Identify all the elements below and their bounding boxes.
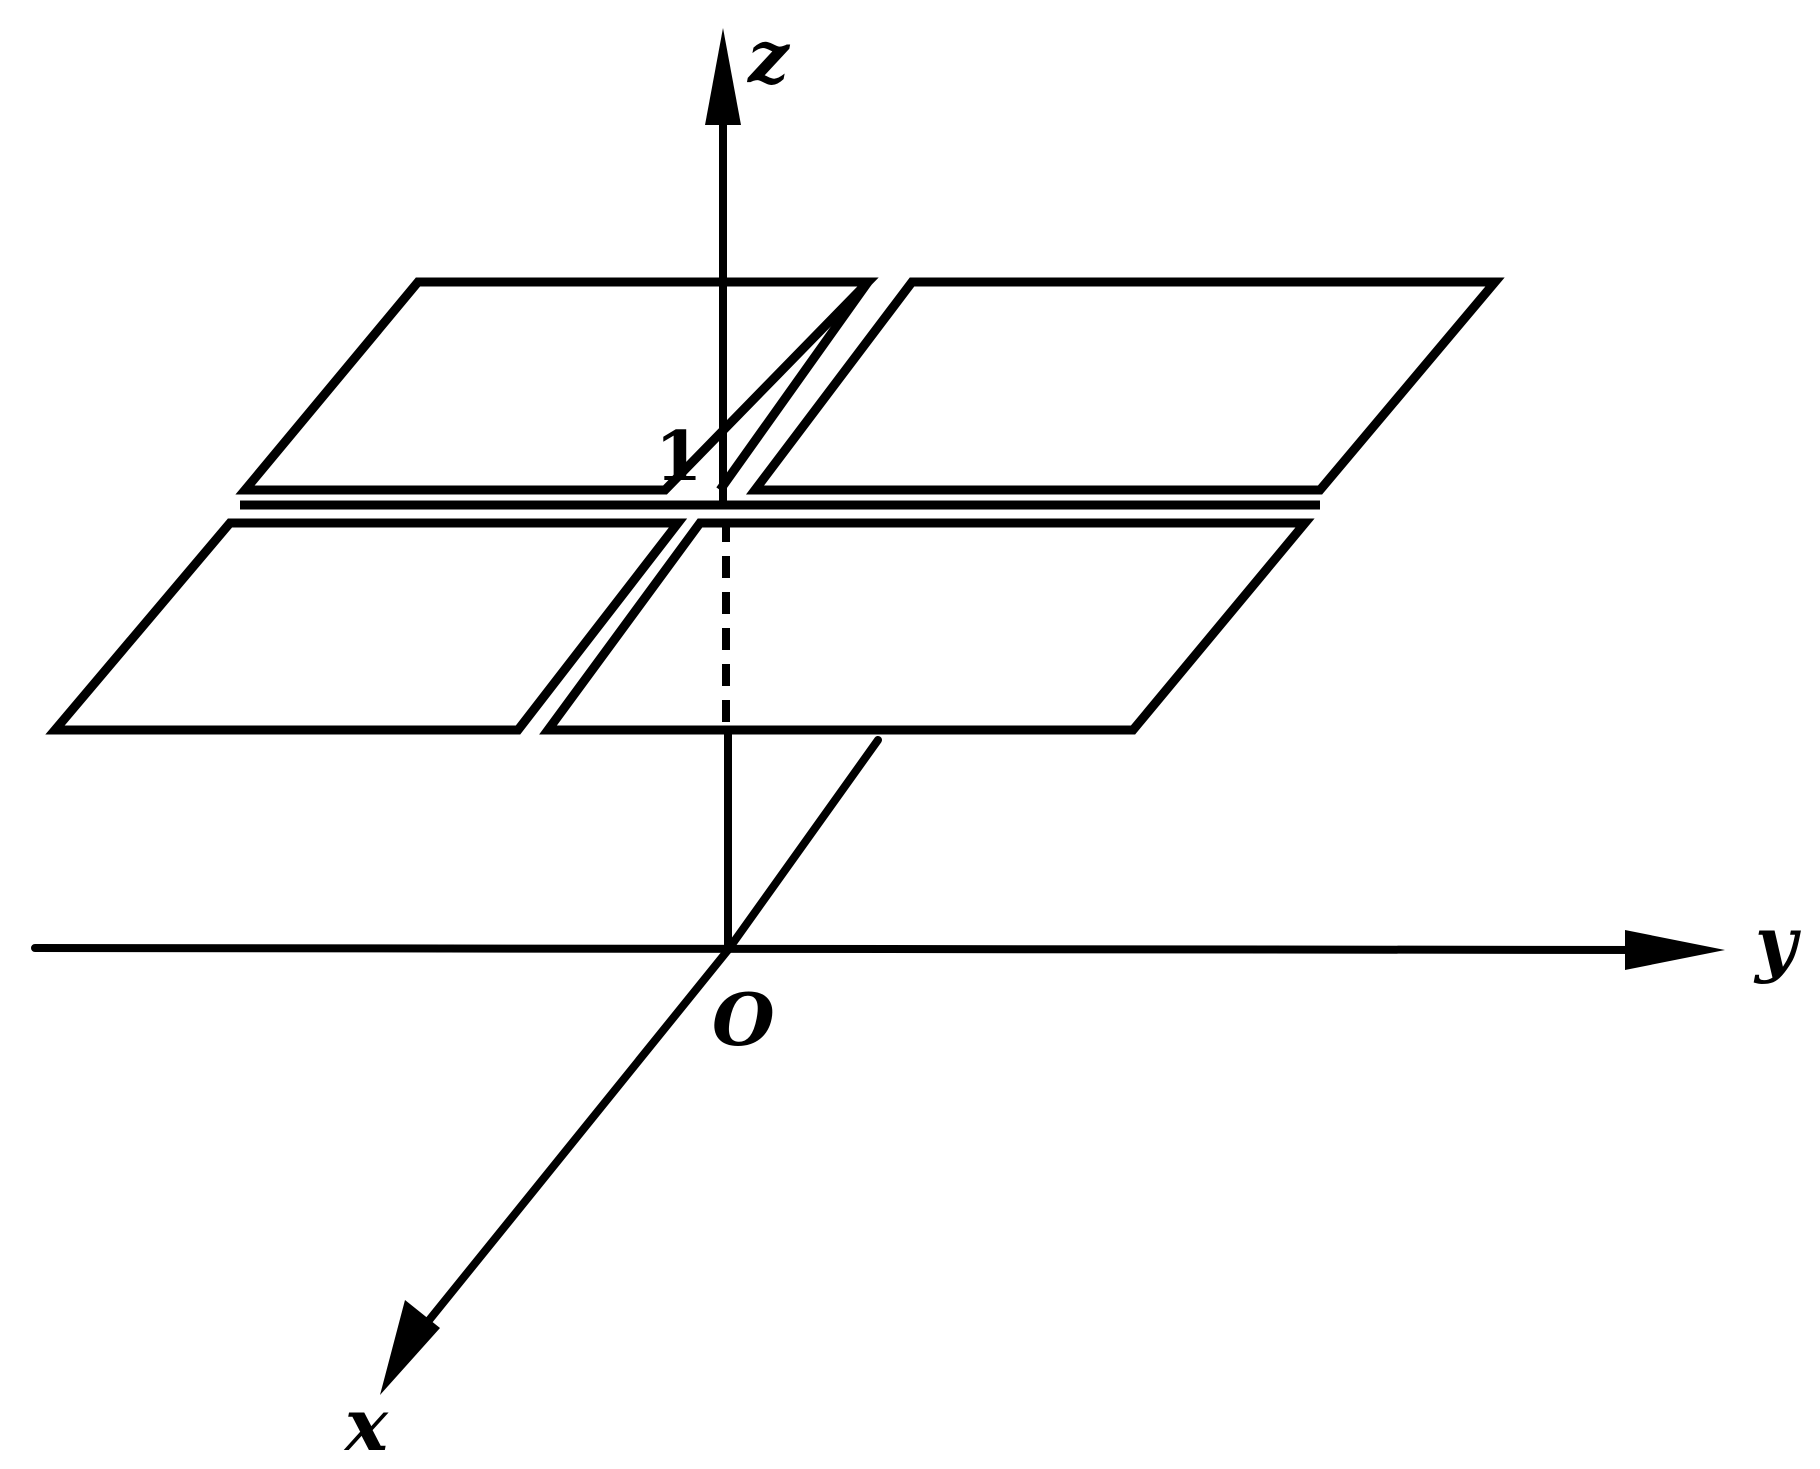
x-axis-label: x bbox=[343, 1382, 389, 1467]
origin-label: O bbox=[712, 977, 775, 1062]
y-axis-arrow-icon bbox=[1625, 930, 1725, 970]
x-axis-line bbox=[401, 946, 732, 1354]
y-axis-label: y bbox=[1753, 900, 1801, 985]
upper-plane-left bbox=[235, 277, 879, 495]
x-axis-back-segment bbox=[724, 736, 882, 954]
plane-edge-diagonal bbox=[716, 279, 872, 493]
lower-plane-left bbox=[45, 518, 688, 735]
upper-plane-right bbox=[745, 277, 1505, 495]
x-axis-arrow-icon bbox=[380, 1300, 440, 1395]
y-axis-line bbox=[31, 944, 1654, 954]
lower-plane-right bbox=[539, 518, 1315, 735]
height-mark-label: 1 bbox=[655, 417, 702, 497]
z-axis-arrow-icon bbox=[705, 28, 741, 125]
z-axis-label: z bbox=[746, 14, 791, 99]
